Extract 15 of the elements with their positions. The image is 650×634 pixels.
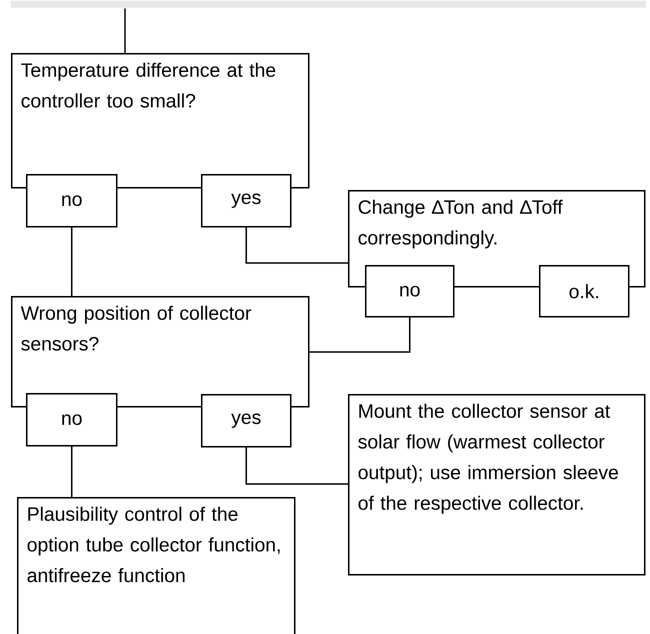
connector-line bbox=[246, 447, 348, 485]
answer-box: no bbox=[26, 393, 118, 446]
connector-line bbox=[246, 227, 348, 264]
answer-box: no bbox=[365, 265, 454, 318]
process-box: Mount the collector sensor at solar flow (warmest collector output); use immersion sleeve of the respective collector. bbox=[348, 394, 646, 576]
answer-box: no bbox=[26, 174, 118, 228]
header-bar bbox=[10, 0, 646, 8]
connector-line bbox=[309, 317, 410, 353]
connector-line bbox=[124, 8, 126, 53]
answer-box: o.k. bbox=[539, 265, 630, 318]
answer-box: yes bbox=[201, 174, 292, 228]
connector-line bbox=[71, 227, 72, 296]
connector-line bbox=[71, 446, 72, 497]
process-box: Plausibility control of the option tube collector function, antifreeze function bbox=[17, 497, 296, 634]
answer-box: yes bbox=[201, 394, 292, 448]
